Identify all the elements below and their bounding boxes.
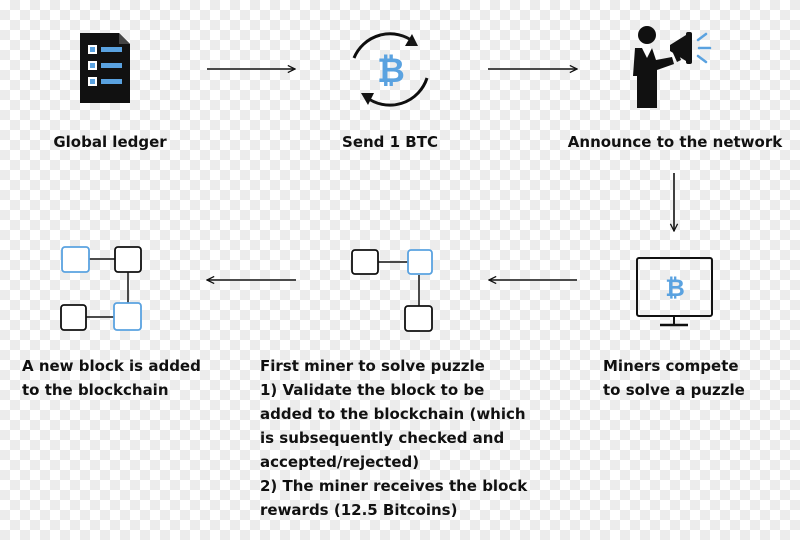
bitcoin-cycle-icon: ₿ — [352, 32, 429, 107]
first-miner-label: First miner to solve puzzle 1) Validate … — [260, 354, 527, 522]
first-miner-line: is subsequently checked and — [260, 429, 505, 447]
global-ledger-label: Global ledger — [53, 133, 167, 151]
blockchain-icon — [60, 246, 142, 331]
first-miner-line: 2) The miner receives the block — [260, 477, 528, 495]
send-btc-label: Send 1 BTC — [342, 133, 438, 151]
first-miner-line: 1) Validate the block to be — [260, 381, 485, 399]
svg-text:₿: ₿ — [665, 274, 685, 302]
first-miner-line: First miner to solve puzzle — [260, 357, 485, 375]
announce-label: Announce to the network — [567, 133, 783, 151]
new-block-label: A new block is added to the blockchain — [22, 354, 201, 402]
block-validation-icon — [351, 249, 433, 332]
miners-line: to solve a puzzle — [603, 381, 745, 399]
megaphone-speaker-icon — [633, 26, 712, 108]
monitor-bitcoin-icon: ₿ — [636, 257, 713, 327]
new-block-line: A new block is added — [22, 357, 201, 375]
document-list-icon — [80, 33, 130, 103]
miners-line: Miners compete — [603, 357, 739, 375]
svg-text:₿: ₿ — [377, 51, 405, 91]
miners-label: Miners compete to solve a puzzle — [603, 354, 745, 402]
first-miner-line: added to the blockchain (which — [260, 405, 526, 423]
first-miner-line: rewards (12.5 Bitcoins) — [260, 501, 458, 519]
new-block-line: to the blockchain — [22, 381, 169, 399]
first-miner-line: accepted/rejected) — [260, 453, 420, 471]
